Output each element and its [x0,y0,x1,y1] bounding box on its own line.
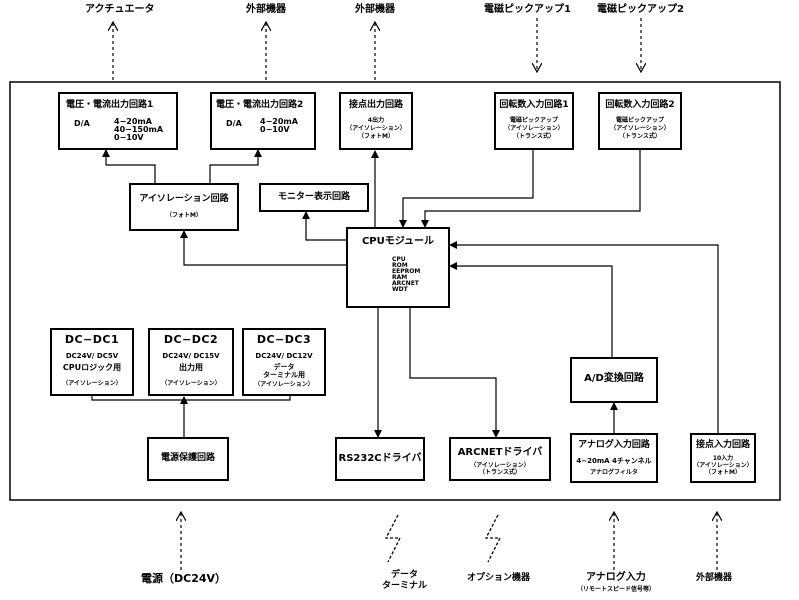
block-arcnet-driver: ARCNETドライバ （アイソレーション） （トランス式） [449,437,551,481]
label-pickup2: 電磁ピックアップ2 [597,4,684,15]
block-power-protection: 電源保護回路 [147,437,229,481]
block-cpu-module: CPUモジュール CPU ROM EEPROM RAM ARCNET WDT [346,227,450,308]
link-symbol-data-terminal [384,514,402,563]
block-dcdc-3: DC−DC3 DC24V/ DC12V データ ターミナル用 （アイソレーション… [242,328,326,396]
label-power: 電源（DC24V） [141,572,227,585]
label-analog-in-sub: （リモートスピード信号等） [577,586,656,593]
cpu-item: CPU [392,256,406,263]
block-dcdc-1: DC−DC1 DC24V/ DC5V CPUロジック用 （アイソレーション） [50,328,134,396]
label-ext-device-top: 外部機器 [355,4,395,15]
label-option: オプション機器 [467,573,531,583]
cpu-item: WDT [392,286,408,293]
block-ad-converter: A/D変換回路 [570,357,658,403]
block-contact-output: 接点出力回路 4出力 （アイソレーション） （フォトM） [339,92,413,150]
cpu-item: ROM [392,262,408,269]
block-vi-output-1: 電圧・電流出力回路1 D/A 4−20mA 40−150mA 0−10V [58,92,178,150]
label-ext-display: 外部機器 [246,4,286,15]
block-dcdc-2: DC−DC2 DC24V/ DC15V 出力用 （アイソレーション） [148,328,234,396]
block-rotation-input-2: 回転数入力回路2 電磁ピックアップ （アイソレーション） （トランス式） [598,92,682,150]
label-data-terminal: データターミナル [382,570,428,591]
cpu-item: ARCNET [392,280,419,287]
block-contact-input: 接点入力回路 10入力 （アイソレーション） （フォトM） [690,433,756,483]
label-pickup1: 電磁ピックアップ1 [484,4,571,15]
label-ext-device-bottom: 外部機器 [696,573,733,583]
block-monitor-display: モニター表示回路 [259,183,369,212]
block-rotation-input-1: 回転数入力回路1 電磁ピックアップ （アイソレーション） （トランス式） [494,92,574,150]
block-rs232c-driver: RS232Cドライバ [335,437,425,481]
cpu-item: EEPROM [392,268,421,275]
label-analog-in: アナログ入力 [586,572,646,583]
block-analog-input: アナログ入力回路 4−20mA 4チャンネル アナログフィルタ [570,433,658,483]
cpu-item: RAM [392,274,408,281]
link-symbol-option [484,514,502,563]
unit-enclosure [9,81,781,501]
block-isolation: アイソレーション回路 （フォトM） [129,183,239,231]
block-vi-output-2: 電圧・電流出力回路2 D/A 4−20mA 0−10V [210,92,316,150]
label-actuator: アクチュエータ [85,4,155,15]
